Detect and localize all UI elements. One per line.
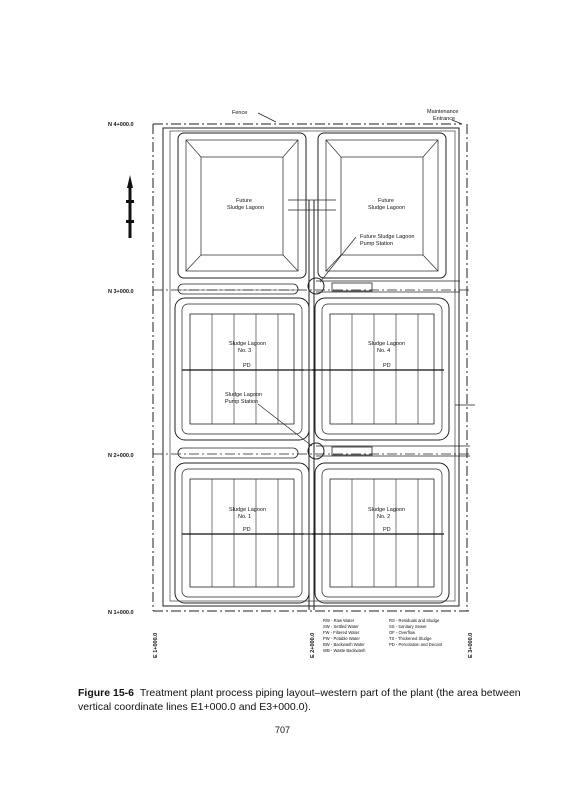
legend-right-4: PD - Percolation and Decant [389,642,443,647]
legend-right-3: TS - Thickened Sludge [389,636,432,641]
coord-e3000: E 3+000.0 [468,633,474,658]
entrance-leader [451,119,463,125]
coord-n3000: N 3+000.0 [108,289,134,295]
future-lagoon-east [317,132,447,279]
lagoon4-label-1: Sludge Lagoon [368,341,405,347]
fence-leader [257,112,277,123]
lagoon4-label-2: No. 4 [377,348,390,354]
pd-label-l3: PD [243,363,251,369]
figure-caption: Figure 15-6 Treatment plant process pipi… [78,686,538,714]
lagoon2-label-1: Sludge Lagoon [368,507,405,513]
legend-right-2: OF - Overflow [389,630,416,635]
future-lagoon-e-label-1: Future [378,198,394,204]
site-road-outline [162,127,460,607]
pd-label-l4: PD [383,363,391,369]
legend-right-1: SS - Sanitary Sewer [389,624,427,629]
pd-label-l1: PD [243,527,251,533]
figure-caption-text: Treatment plant process piping layout–we… [78,687,521,713]
sludge-lagoon-3 [174,297,310,441]
lagoon1-label-2: No. 1 [238,514,251,520]
lagoon3-label-1: Sludge Lagoon [229,341,266,347]
pump-station-leader [257,403,313,447]
coord-e2000: E 2+000.0 [310,633,316,658]
sludge-lagoon-2 [312,462,450,604]
sludge-lagoon-4 [312,297,450,441]
north-arrow-icon [126,175,134,238]
coord-n2000: N 2+000.0 [108,453,134,459]
future-lagoon-e-label-2: Sludge Lagoon [368,205,405,211]
legend-left-3: PW - Potable Water [323,636,360,641]
coord-n1000: N 1+000.0 [108,610,134,616]
future-pump-label-2: Pump Station [360,241,393,247]
entrance-label: Entrance [433,116,455,122]
legend-left-4: BW - Backwash Water [323,642,365,647]
coord-e1000: E 1+000.0 [153,633,159,658]
pump-station-label-1: Sludge Lagoon [225,392,262,398]
legend-left-1: SW - Settled Water [323,624,359,629]
future-pump-label-1: Future Sludge Lagoon [360,234,414,240]
pump-station-label-2: Pump Station [225,399,258,405]
future-pump-leader [319,236,357,283]
figure-label: Figure 15-6 [78,687,135,699]
future-lagoon-west [177,132,307,279]
sludge-lagoon-1 [174,462,310,604]
legend-left-0: RW - Raw Water [323,618,355,623]
fence-label: Fence [232,110,247,116]
pd-label-l2: PD [383,527,391,533]
lagoon3-label-2: No. 3 [238,348,251,354]
page-number: 707 [274,725,291,735]
future-lagoon-w-label-1: Future [236,198,252,204]
maintenance-label: Maintenance [427,109,459,115]
future-lagoon-w-label-2: Sludge Lagoon [227,205,264,211]
legend-right-0: RS - Residuals and Sludge [389,618,440,623]
lagoon1-label-1: Sludge Lagoon [229,507,266,513]
legend-left-2: FW - Filtered Water [323,630,360,635]
central-pipe-corridor [177,199,475,610]
coord-n4000: N 4+000.0 [108,122,134,128]
legend-left-5: WB - Waste Backwash [323,648,366,653]
lagoon2-label-2: No. 2 [377,514,390,520]
